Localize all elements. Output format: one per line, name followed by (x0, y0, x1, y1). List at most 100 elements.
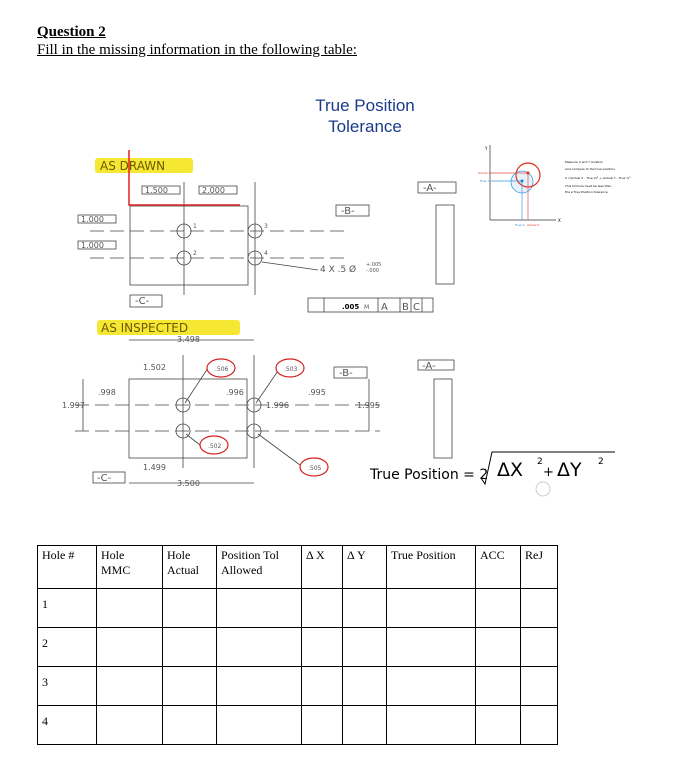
table-row: 3 (37, 666, 558, 706)
dim: 1.502 (143, 363, 166, 372)
hole-number-cell: 1 (37, 588, 97, 628)
note: the ⌀ True Position tolerance (565, 190, 608, 194)
answer-cell[interactable] (301, 705, 343, 745)
answer-cell[interactable] (162, 705, 217, 745)
tol: -.000 (366, 268, 379, 274)
table-row: 4 (37, 705, 558, 745)
question-instruction: Fill in the missing information in the f… (37, 42, 357, 58)
dim: 1.500 (145, 186, 168, 195)
label: True X (514, 223, 524, 227)
heading-line: True Position (315, 96, 415, 115)
fcf-tol: .005 (342, 303, 359, 311)
answer-cell[interactable] (520, 666, 558, 706)
hole-actual: .506 (215, 366, 229, 373)
answer-cell[interactable] (216, 588, 302, 628)
answer-cell[interactable] (96, 588, 163, 628)
answer-cell[interactable] (342, 588, 387, 628)
answer-cell[interactable] (520, 588, 558, 628)
answer-cell[interactable] (386, 666, 476, 706)
answer-cell[interactable] (386, 588, 476, 628)
delta-y: ΔY (557, 459, 582, 481)
answer-cell[interactable] (520, 627, 558, 667)
inspected-label: AS INSPECTED (101, 321, 188, 335)
answer-cell[interactable] (475, 666, 521, 706)
hole-callout: 4 X .5 Ø (320, 264, 356, 275)
answer-cell[interactable] (386, 705, 476, 745)
dim: .998 (98, 388, 116, 397)
answer-cell[interactable] (301, 588, 343, 628)
answer-cell[interactable] (520, 705, 558, 745)
datum-a: -A- (423, 183, 437, 194)
question-title: Question 2 (37, 24, 106, 40)
header-cell: Δ Y (342, 545, 387, 589)
answer-cell[interactable] (216, 705, 302, 745)
dim: 1.996 (266, 401, 289, 410)
answer-cell[interactable] (342, 705, 387, 745)
true-position-inset: Y X Actual Y True Y True X Actual X Meas… (478, 145, 631, 227)
header-cell: ReJ (520, 545, 558, 589)
dim: .996 (226, 388, 244, 397)
answer-cell[interactable] (162, 666, 217, 706)
highlight (95, 158, 193, 173)
drawn-label: AS DRAWN (100, 159, 165, 173)
delta-x: ΔX (497, 459, 523, 481)
dim: 1.995 (357, 401, 380, 410)
answer-cell[interactable] (96, 705, 163, 745)
answer-cell[interactable] (162, 588, 217, 628)
answer-cell[interactable] (475, 588, 521, 628)
answer-cell[interactable] (342, 627, 387, 667)
answer-cell[interactable] (301, 666, 343, 706)
header-cell: True Position (386, 545, 476, 589)
svg-text:2: 2 (537, 457, 543, 467)
heading-line: Tolerance (328, 117, 402, 136)
datum-c: -C- (135, 296, 150, 307)
formula: True Position = 2 (369, 467, 488, 483)
dim: 1.499 (143, 463, 166, 472)
label: Actual Y (478, 171, 490, 175)
hole-actual: .503 (284, 366, 298, 373)
hole-number-cell: 4 (37, 705, 97, 745)
datum-c: -C- (97, 473, 112, 484)
hole-actual: .502 (208, 443, 222, 450)
datum-b: -B- (339, 368, 353, 379)
fcf-ref: A (381, 302, 388, 313)
answer-cell[interactable] (342, 666, 387, 706)
fcf-ref: C (413, 302, 420, 313)
note: This formula must be less than (564, 184, 612, 188)
dim: 1.000 (81, 215, 104, 224)
answer-cell[interactable] (475, 627, 521, 667)
answer-cell[interactable] (216, 666, 302, 706)
answer-cell[interactable] (475, 705, 521, 745)
table-row: 2 (37, 627, 558, 667)
header-cell: Δ X (301, 545, 343, 589)
hole-number-cell: 3 (37, 666, 97, 706)
note: and compare to the true position. (565, 167, 616, 171)
sqrt-sign (480, 451, 615, 486)
hole-actual: .505 (308, 465, 322, 472)
fcf-ref: B (402, 302, 409, 313)
answer-cell[interactable] (162, 627, 217, 667)
fcf-mod: M (364, 304, 369, 311)
answer-cell[interactable] (301, 627, 343, 667)
hole-number: 1 (193, 223, 197, 230)
tol: +.005 (366, 262, 381, 268)
red-arrow (128, 150, 240, 206)
header-cell: Hole # (37, 545, 97, 589)
dim: 1.997 (62, 401, 85, 410)
note: 2·√(Actual X - True X)² + (Actual Y - Tr… (565, 176, 631, 180)
tolerance-drawing: AS DRAWN 1.500 2.000 1.000 1.000 -B- -A-… (62, 145, 631, 497)
answer-cell[interactable] (216, 627, 302, 667)
datum-a: -A- (422, 361, 436, 372)
answer-cell[interactable] (96, 666, 163, 706)
svg-text:2: 2 (598, 457, 604, 467)
header-cell: ACC (475, 545, 521, 589)
dim: 3.500 (177, 479, 200, 488)
dim: 1.000 (81, 241, 104, 250)
answer-cell[interactable] (96, 627, 163, 667)
answer-cell[interactable] (386, 627, 476, 667)
note: Measure X and Y location (565, 160, 603, 164)
